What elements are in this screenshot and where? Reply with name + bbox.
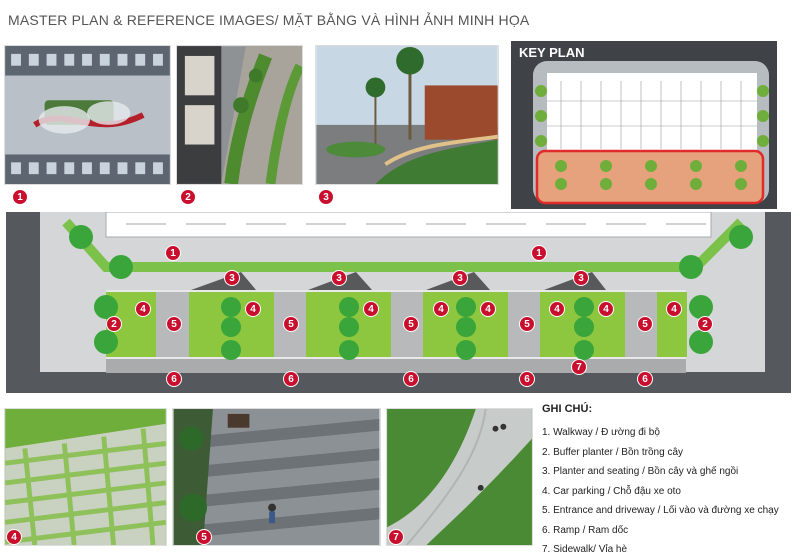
- plan-marker-entrance-4: 5: [519, 316, 535, 332]
- legend-item-planter-seating: 3. Planter and seating / Bồn cây và ghế …: [542, 466, 739, 477]
- plan-marker-ramp-1: 6: [166, 371, 182, 387]
- plan-marker-buffer-planter-2: 2: [697, 316, 713, 332]
- planter-seating-image: [316, 46, 498, 184]
- plan-marker-entrance-3: 5: [403, 316, 419, 332]
- plan-marker-car-parking-3: 4: [363, 301, 379, 317]
- reference-photo-buffer-planter: [176, 45, 303, 185]
- plan-marker-entrance-1: 5: [166, 316, 182, 332]
- plan-marker-sidewalk: 7: [571, 359, 587, 375]
- legend-item-car-parking: 4. Car parking / Chỗ đậu xe oto: [542, 485, 681, 497]
- reference-photo-car-parking: [4, 408, 167, 546]
- plan-marker-car-parking-7: 4: [598, 301, 614, 317]
- plan-marker-buffer-planter-1: 2: [106, 316, 122, 332]
- plan-marker-ramp-2: 6: [283, 371, 299, 387]
- reference-photo-sidewalk: [386, 408, 533, 546]
- page-title: MASTER PLAN & REFERENCE IMAGES/ MẶT BẰNG…: [8, 12, 530, 28]
- plan-marker-car-parking-5: 4: [480, 301, 496, 317]
- legend-item-sidewalk: 7. Sidewalk/ Vỉa hè: [542, 544, 628, 554]
- plan-marker-ramp-4: 6: [519, 371, 535, 387]
- plan-marker-entrance-2: 5: [283, 316, 299, 332]
- plan-marker-planter-seating-3: 3: [452, 270, 468, 286]
- buffer-planter-image: [177, 46, 302, 184]
- plan-marker-ramp-5: 6: [637, 371, 653, 387]
- walkway-aerial-image: [5, 46, 170, 184]
- grass-paver-image: [5, 409, 166, 545]
- sidewalk-image: [387, 409, 532, 545]
- plan-marker-car-parking-8: 4: [666, 301, 682, 317]
- master-plan-drawing: [40, 212, 765, 373]
- photo-marker-4: 4: [6, 529, 22, 545]
- plan-marker-ramp-3: 6: [403, 371, 419, 387]
- plan-marker-walkway-2: 1: [531, 245, 547, 261]
- key-plan: KEY PLAN: [511, 41, 777, 209]
- photo-marker-2: 2: [180, 189, 196, 205]
- plan-marker-car-parking-2: 4: [245, 301, 261, 317]
- photo-marker-3: 3: [318, 189, 334, 205]
- paved-entrance-image: [173, 409, 380, 545]
- plan-marker-planter-seating-4: 3: [573, 270, 589, 286]
- plan-marker-car-parking-4: 4: [433, 301, 449, 317]
- photo-marker-1: 1: [12, 189, 28, 205]
- legend-title: GHI CHÚ:: [542, 403, 593, 415]
- reference-photo-entrance: [172, 408, 381, 546]
- legend-item-walkway: 1. Walkway / Đ ường đi bộ: [542, 427, 660, 438]
- plan-marker-walkway-1: 1: [165, 245, 181, 261]
- legend-item-ramp: 6. Ramp / Ram dốc: [542, 524, 629, 536]
- key-plan-drawing: [533, 61, 769, 205]
- reference-photo-walkway: [4, 45, 171, 185]
- master-plan: [6, 212, 791, 393]
- legend-item-entrance: 5. Entrance and driveway / Lối vào và đư…: [542, 505, 779, 516]
- plan-marker-car-parking-6: 4: [549, 301, 565, 317]
- plan-marker-planter-seating-2: 3: [331, 270, 347, 286]
- photo-marker-7: 7: [388, 529, 404, 545]
- plan-marker-entrance-5: 5: [637, 316, 653, 332]
- plan-marker-car-parking-1: 4: [135, 301, 151, 317]
- legend-item-buffer-planter: 2. Buffer planter / Bồn trồng cây: [542, 446, 684, 458]
- legend: GHI CHÚ: 1. Walkway / Đ ường đi bộ 2. Bu…: [542, 403, 792, 554]
- plan-marker-planter-seating-1: 3: [224, 270, 240, 286]
- photo-marker-5: 5: [196, 529, 212, 545]
- key-plan-title: KEY PLAN: [519, 45, 585, 60]
- reference-photo-planter-seating: [315, 45, 499, 185]
